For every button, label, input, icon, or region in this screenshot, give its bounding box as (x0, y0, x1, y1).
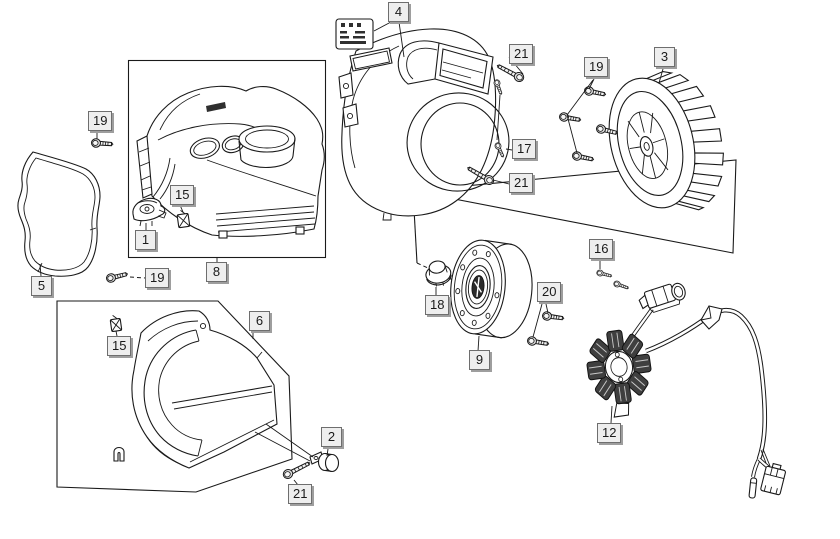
callout-8-upper-shroud[interactable]: 8 (206, 262, 227, 282)
callout-21-bolt-mid[interactable]: 21 (509, 173, 534, 193)
part-label-plate (335, 18, 374, 50)
callout-5-gasket[interactable]: 5 (31, 276, 52, 296)
callout-15-clip-upper[interactable]: 15 (170, 185, 195, 205)
wire-clamp-flag (700, 305, 723, 330)
bullet-terminal (748, 477, 758, 499)
callout-21-bolt-top[interactable]: 21 (509, 44, 534, 64)
callout-19-cover-screw[interactable]: 19 (88, 111, 113, 131)
part-flywheel-rotor (450, 239, 533, 339)
frame-box-upper-shroud (127, 59, 327, 259)
callout-4-label-plate[interactable]: 4 (388, 2, 409, 22)
callout-2-cable-clamp[interactable]: 2 (321, 427, 342, 447)
part-clip-upper (176, 210, 191, 229)
callout-21-bolt-bottom[interactable]: 21 (288, 484, 313, 504)
callout-17-screws[interactable]: 17 (512, 139, 537, 159)
callout-3-cooling-fan[interactable]: 3 (654, 47, 675, 67)
part-pickup-coil (638, 282, 686, 313)
part-inner-fan-shroud (113, 310, 278, 469)
callout-20-stator-screws[interactable]: 20 (537, 282, 562, 302)
frame-box-inner-shroud (56, 300, 293, 493)
fasteners (90, 61, 630, 481)
callout-19-gasket-screw[interactable]: 19 (145, 268, 170, 288)
callout-12-stator[interactable]: 12 (597, 423, 622, 443)
part-fan-cover (338, 28, 510, 221)
part-cable-clamp (309, 451, 340, 473)
part-clip-lower (109, 315, 123, 332)
wire-harness (630, 305, 786, 499)
callout-6-inner-shroud[interactable]: 6 (249, 311, 270, 331)
part-gasket (17, 151, 101, 277)
callout-9-rotor[interactable]: 9 (469, 350, 490, 370)
leader-lines (39, 21, 664, 486)
callout-19-fan-screws[interactable]: 19 (584, 57, 609, 77)
callout-18-flange-nut[interactable]: 18 (425, 295, 450, 315)
part-stator (586, 329, 652, 418)
callout-1-bracket[interactable]: 1 (135, 230, 156, 250)
part-bracket (132, 197, 167, 227)
part-cooling-fan (608, 70, 724, 211)
callout-16-pickup-screws[interactable]: 16 (589, 239, 614, 259)
wire-connector (760, 462, 786, 496)
part-flange-nut (425, 260, 452, 287)
callout-15-clip-lower[interactable]: 15 (107, 336, 132, 356)
